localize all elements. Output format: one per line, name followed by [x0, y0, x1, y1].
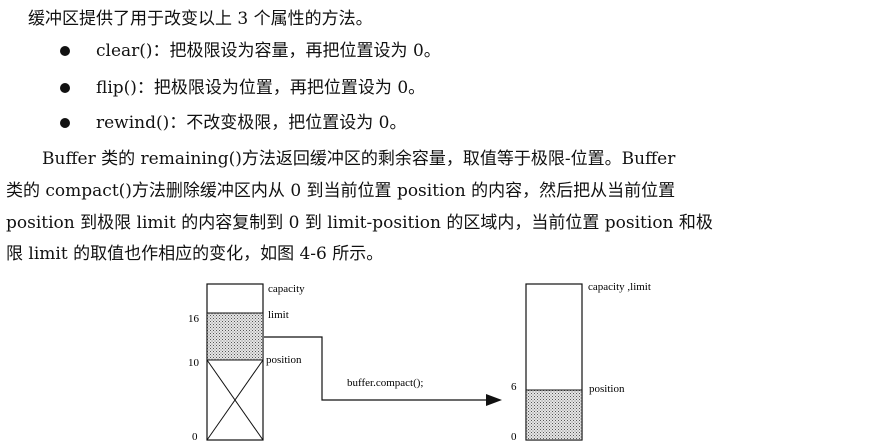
right-tick-0: 0: [511, 431, 517, 443]
left-buffer-outline: [206, 283, 264, 441]
left-capacity-label: capacity: [268, 283, 305, 295]
left-remaining-region: [206, 312, 264, 361]
arrow-label: buffer.compact();: [347, 377, 423, 389]
left-tick-10: 10: [188, 357, 200, 369]
right-remaining-region: [525, 389, 583, 441]
bullet-dot: [60, 46, 70, 56]
right-position-label: position: [589, 383, 625, 395]
right-capacity-limit-label: capacity ,limit: [588, 281, 651, 293]
arrow-line: [264, 336, 488, 401]
right-tick-6: 6: [511, 381, 517, 393]
compact-arrow: buffer.compact();: [264, 336, 502, 406]
body-line-4: 限 limit 的取值也作相应的变化，如图 4-6 所示。: [6, 244, 384, 264]
intro-line: 缓冲区提供了用于改变以上 3 个属性的方法。: [28, 9, 373, 29]
body-line-2: 类的 compact()方法删除缓冲区内从 0 到当前位置 position 的…: [6, 181, 676, 201]
bullet-dot: [60, 118, 70, 128]
right-buffer: capacity ,limit position 6 0: [511, 281, 651, 443]
left-buffer: capacity limit position 16 10 0: [188, 283, 305, 443]
bullet-flip: flip()：把极限设为位置，再把位置设为 0。: [96, 78, 426, 98]
bullet-dot: [60, 83, 70, 93]
left-tick-0: 0: [192, 431, 198, 443]
body-line-3: position 到极限 limit 的内容复制到 0 到 limit-posi…: [6, 213, 713, 233]
left-discarded-cross-b: [206, 359, 264, 441]
arrow-head-icon: [486, 394, 502, 406]
left-position-label: position: [266, 354, 302, 366]
body-line-1: Buffer 类的 remaining()方法返回缓冲区的剩余容量，取值等于极限…: [42, 149, 676, 169]
left-tick-16: 16: [188, 313, 200, 325]
left-limit-label: limit: [268, 309, 289, 321]
bullet-rewind: rewind()：不改变极限，把位置设为 0。: [96, 113, 407, 133]
bullet-clear: clear()：把极限设为容量，再把位置设为 0。: [96, 41, 441, 61]
